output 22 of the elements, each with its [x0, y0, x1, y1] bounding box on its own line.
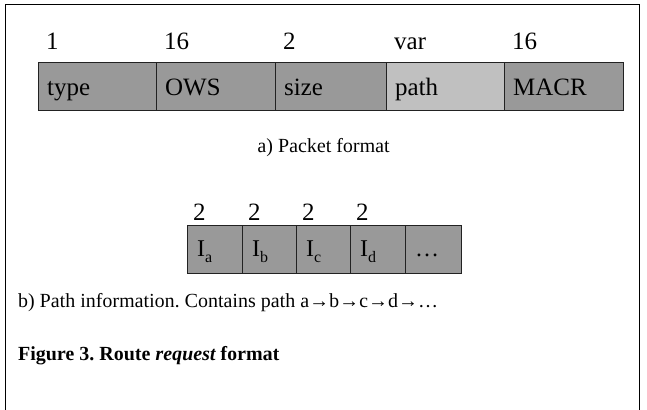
field-size: 2: [248, 200, 260, 225]
field-cell: OWS: [156, 62, 276, 111]
figure-caption: Figure 3. Route request format: [18, 344, 280, 364]
caption-text: a) Packet format: [256, 136, 391, 156]
field-cell: I$_{c}$: [296, 225, 351, 274]
field-cell: size: [275, 62, 387, 111]
field-size: 16: [512, 29, 537, 54]
field-size: 2: [283, 29, 296, 54]
field-size: 2: [302, 200, 314, 225]
field-cell: MACR: [504, 62, 624, 111]
field-size: 2: [356, 200, 368, 225]
field-cell: …: [405, 225, 462, 274]
field-cell: I$_{a}$: [187, 225, 243, 274]
field-size: 1: [46, 29, 58, 54]
caption-text: b) Path information. Contains path a→b→c→d→…: [18, 291, 438, 311]
field-cell: I$_{b}$: [242, 225, 297, 274]
field-cell: path: [386, 62, 505, 111]
field-size: var: [394, 29, 426, 54]
field-size: 2: [193, 200, 206, 225]
field-cell: type: [38, 62, 157, 111]
field-size: 16: [164, 29, 189, 54]
field-cell: I$_{d}$: [350, 225, 406, 274]
